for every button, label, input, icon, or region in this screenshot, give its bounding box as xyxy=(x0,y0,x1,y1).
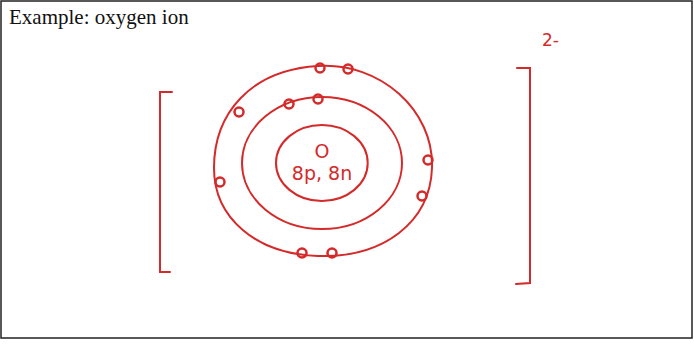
frame xyxy=(1,1,692,338)
left-bracket xyxy=(160,92,172,272)
nucleus-circle: O8p, 8n xyxy=(275,124,369,202)
right-bracket xyxy=(516,68,530,284)
ion-charge: 2- xyxy=(542,30,559,50)
element-symbol: O xyxy=(315,141,330,163)
outer-shell xyxy=(214,66,432,256)
nucleus-count: 8p, 8n xyxy=(292,163,352,185)
electrons xyxy=(216,64,433,258)
title: Example: oxygen ion xyxy=(9,5,189,30)
inner-shell xyxy=(242,97,402,229)
